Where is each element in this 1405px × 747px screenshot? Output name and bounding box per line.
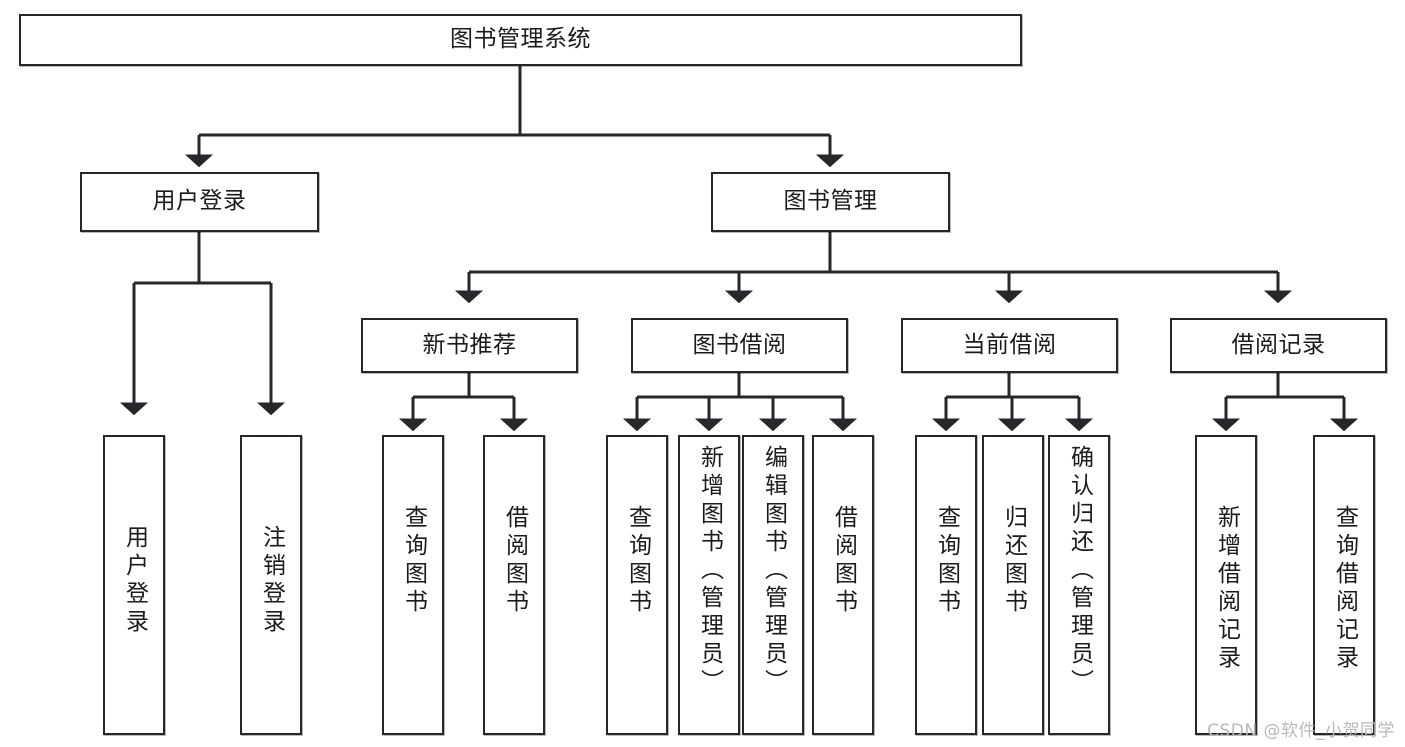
leaf-new-book-borrow-book[interactable]: 借阅图书 — [483, 435, 545, 735]
leaf-book-borrow-borrow-book[interactable]: 借阅图书 — [812, 435, 874, 735]
leaf-borrow-record-add-record[interactable]: 新增借阅记录 — [1195, 435, 1257, 735]
node-label: 新增借阅记录 — [1213, 505, 1240, 673]
node-label: 编辑图书（管理员） — [760, 445, 787, 697]
node-label: 确认归还（管理员） — [1066, 445, 1093, 697]
node-label: 借阅图书 — [501, 505, 528, 617]
node-label: 查询借阅记录 — [1331, 505, 1358, 673]
leaf-new-book-query-book[interactable]: 查询图书 — [382, 435, 444, 735]
leaf-book-borrow-edit-book[interactable]: 编辑图书（管理员） — [742, 435, 804, 735]
node-label: 查询图书 — [933, 505, 960, 617]
csdn-watermark: CSDN @软件_小贺同学 — [1207, 721, 1395, 741]
node-label: 新书推荐 — [422, 331, 517, 358]
leaf-user-login-login[interactable]: 用户登录 — [103, 435, 165, 735]
leaf-book-borrow-add-book[interactable]: 新增图书（管理员） — [678, 435, 740, 735]
node-user-login[interactable]: 用户登录 — [80, 172, 319, 232]
node-label: 查询图书 — [624, 505, 651, 617]
node-label: 注销登录 — [258, 525, 285, 637]
node-current-borrow[interactable]: 当前借阅 — [901, 318, 1118, 373]
node-label: 借阅记录 — [1231, 331, 1326, 358]
node-root-system[interactable]: 图书管理系统 — [19, 14, 1022, 66]
node-label: 借阅图书 — [830, 505, 857, 617]
leaf-current-borrow-query-book[interactable]: 查询图书 — [915, 435, 977, 735]
node-label: 查询图书 — [400, 505, 427, 617]
node-label: 图书管理系统 — [450, 26, 591, 53]
node-label: 新增图书（管理员） — [696, 445, 723, 697]
leaf-book-borrow-query-book[interactable]: 查询图书 — [606, 435, 668, 735]
node-label: 图书借阅 — [692, 331, 787, 358]
node-new-book-recommend[interactable]: 新书推荐 — [361, 318, 578, 373]
leaf-current-borrow-return-book[interactable]: 归还图书 — [982, 435, 1044, 735]
leaf-user-login-logout[interactable]: 注销登录 — [240, 435, 302, 735]
node-label: 用户登录 — [152, 188, 247, 215]
node-book-management[interactable]: 图书管理 — [711, 172, 950, 232]
leaf-current-borrow-confirm-return[interactable]: 确认归还（管理员） — [1048, 435, 1110, 735]
node-label: 当前借阅 — [962, 331, 1057, 358]
node-label: 用户登录 — [121, 525, 148, 637]
node-label: 图书管理 — [783, 188, 878, 215]
node-borrow-record[interactable]: 借阅记录 — [1170, 318, 1387, 373]
leaf-borrow-record-query-record[interactable]: 查询借阅记录 — [1313, 435, 1375, 735]
node-book-borrow[interactable]: 图书借阅 — [631, 318, 848, 373]
node-label: 归还图书 — [1000, 505, 1027, 617]
